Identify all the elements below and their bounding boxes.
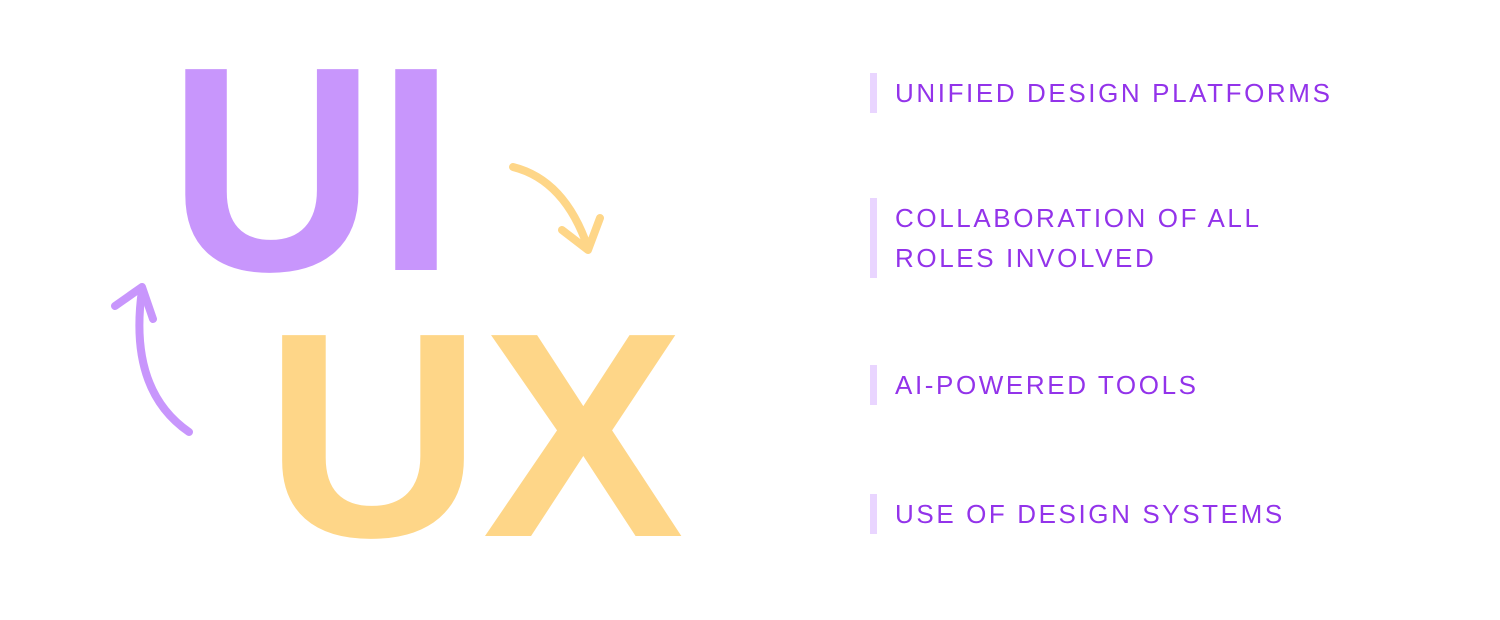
- item-label: UNIFIED DESIGN PLATFORMS: [895, 78, 1333, 108]
- item-label: AI-POWERED TOOLS: [895, 370, 1199, 400]
- arrow-ui-to-ux-icon: [509, 163, 604, 254]
- list-item: UNIFIED DESIGN PLATFORMS: [870, 73, 1333, 113]
- ui-word: UI: [168, 6, 456, 332]
- list-item: USE OF DESIGN SYSTEMS: [870, 494, 1285, 534]
- ux-word: UX: [264, 272, 685, 598]
- list-item: COLLABORATION OF ALL ROLES INVOLVED: [870, 198, 1315, 278]
- arrow-ux-to-ui-icon: [111, 283, 193, 436]
- item-label: USE OF DESIGN SYSTEMS: [895, 499, 1285, 529]
- item-label: COLLABORATION OF ALL ROLES INVOLVED: [895, 203, 1261, 273]
- list-item: AI-POWERED TOOLS: [870, 365, 1199, 405]
